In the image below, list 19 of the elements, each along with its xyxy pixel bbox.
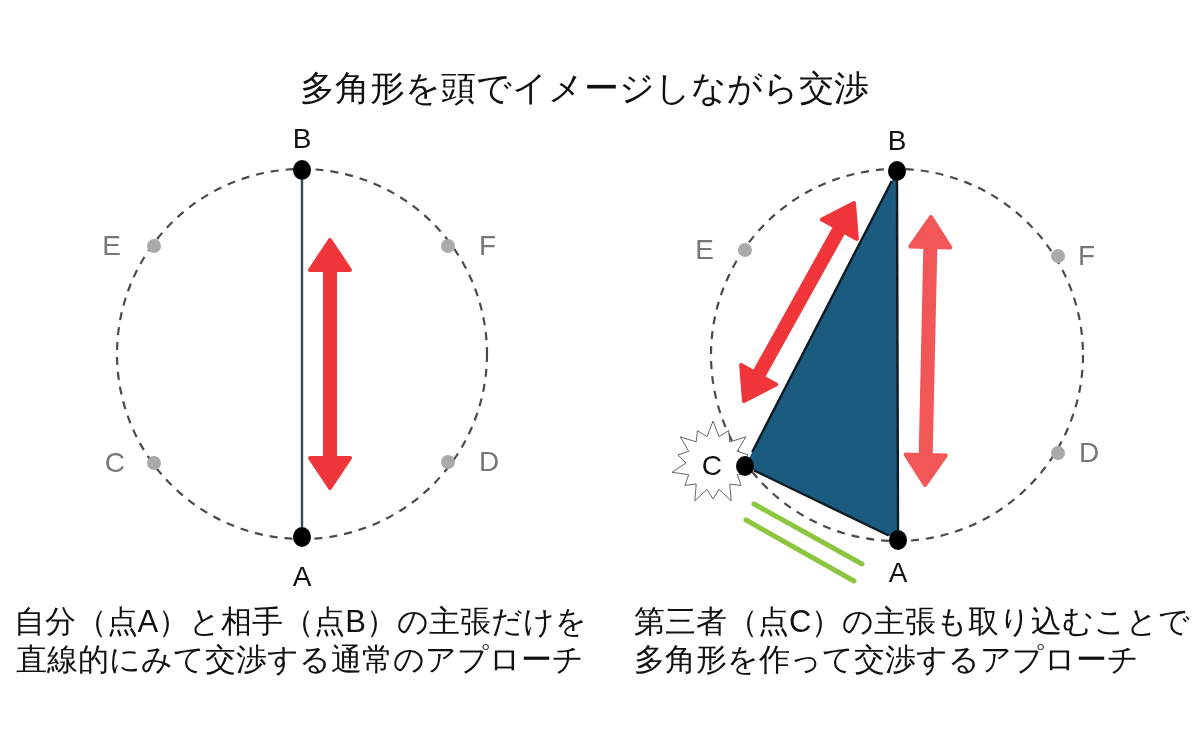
point-label: E (695, 236, 714, 264)
point-label: A (292, 563, 312, 591)
point-label: D (479, 448, 500, 476)
point-label: A (888, 559, 908, 587)
point-label: C (104, 449, 125, 477)
point-label: D (1079, 439, 1100, 467)
caption-text: 第三者（点C）の主張も取り込むことで多角形を作って交渉するアプローチ (634, 603, 1192, 679)
point-label: E (102, 232, 121, 260)
line-segment (751, 180, 893, 453)
point-label: F (479, 232, 497, 260)
line-segment (300, 180, 304, 527)
point-label: F (1078, 242, 1096, 270)
title: 多角形を頭でイメージしながら交渉 (299, 67, 869, 109)
point-label: B (292, 125, 312, 153)
line-segment (895, 181, 900, 530)
line-segment (753, 469, 890, 537)
point-label: B (887, 127, 907, 155)
point-label: C (701, 452, 722, 480)
caption-text: 自分（点A）と相手（点B）の主張だけを直線的にみて交渉する通常のアプローチ (12, 603, 588, 679)
